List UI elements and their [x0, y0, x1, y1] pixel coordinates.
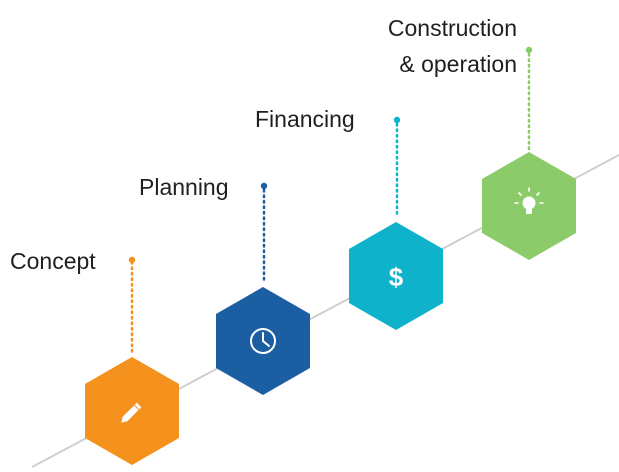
stage-construction: Construction & operation — [388, 15, 576, 260]
lightbulb-icon — [514, 187, 544, 214]
connector-dot-planning — [260, 182, 268, 190]
stage-label-planning: Planning — [139, 174, 229, 200]
stage-label-construction-line2: & operation — [399, 51, 517, 77]
stage-concept: Concept — [10, 248, 179, 465]
stage-label-financing: Financing — [255, 106, 355, 132]
hexagon-financing — [349, 222, 443, 330]
stage-label-concept: Concept — [10, 248, 96, 274]
stage-label-construction: Construction — [388, 15, 517, 41]
dollar-icon: $ — [389, 262, 404, 292]
pencil-icon — [121, 402, 142, 423]
clock-icon — [250, 328, 276, 354]
connector-dot-construction — [525, 46, 533, 54]
stage-planning: Planning — [139, 174, 310, 395]
connector-dot-concept — [128, 256, 136, 264]
connector-dot-financing — [393, 116, 401, 124]
stage-financing: Financing $ — [255, 106, 443, 330]
